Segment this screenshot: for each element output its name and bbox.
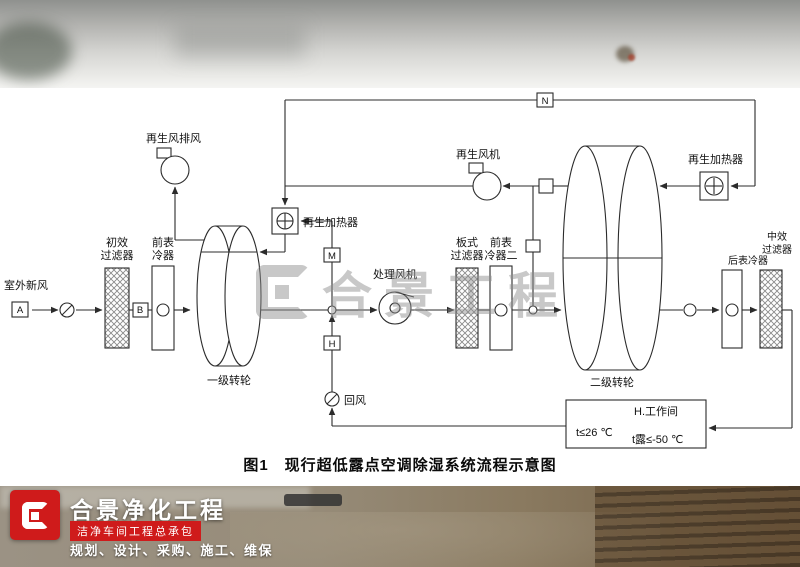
photo-dirt (230, 512, 660, 567)
fresh-air-inlet (11, 301, 75, 318)
regen-tap-line (525, 186, 541, 315)
label-process-fan: 处理风机 (373, 267, 417, 281)
medium-filter (759, 269, 783, 349)
regen-loop-top (285, 92, 756, 190)
label-box-m: M (328, 251, 336, 262)
plate-filter (455, 267, 479, 349)
label-box-h: H (329, 339, 336, 350)
label-front-cooler-1: 前表 (152, 235, 174, 249)
label-workroom-temp: t≤26 ℃ (576, 427, 613, 439)
label-box-b: B (137, 305, 143, 316)
rotary-wheel-2 (562, 145, 663, 371)
fan-icon (472, 171, 502, 201)
label-plate-filter-1: 板式 (456, 235, 478, 249)
label-primary-filter-2: 过滤器 (101, 249, 134, 262)
label-regen-heater-right: 再生加热器 (688, 152, 743, 166)
regen-fan (285, 162, 568, 201)
background-photo-top (0, 0, 800, 90)
front-cooler-1 (132, 265, 175, 351)
damper-icon (683, 303, 697, 317)
rotary-wheel-1 (196, 225, 262, 367)
background-photo-bottom: 合景净化工程 洁净车间工程总承包 规划、设计、采购、施工、维保 (0, 486, 800, 567)
coil-icon (725, 303, 739, 317)
label-plate-filter-2: 过滤器 (451, 249, 484, 262)
main-duct-lines (32, 306, 793, 432)
regen-heater-left (259, 100, 299, 256)
label-regen-heater-left: 再生加热器 (303, 215, 358, 229)
photo-machine (284, 494, 342, 506)
damper-icon (538, 178, 554, 194)
label-medium-filter-1: 中效 (767, 230, 787, 243)
fan-icon (160, 155, 190, 185)
label-regen-exhaust-fan: 再生风排风 (146, 131, 201, 145)
label-front-cooler2-2: 冷器二 (485, 249, 518, 262)
primary-filter (104, 267, 130, 349)
company-services: 规划、设计、采购、施工、维保 (70, 543, 274, 558)
label-outdoor-air: 室外新风 (4, 278, 48, 292)
process-fan (378, 291, 415, 325)
regen-heater-right (659, 171, 729, 201)
label-wheel2: 二级转轮 (590, 375, 634, 389)
company-tagline: 洁净车间工程总承包 (70, 521, 201, 541)
label-regen-fan: 再生风机 (456, 147, 500, 161)
workroom-box (565, 399, 707, 449)
label-front-cooler2-1: 前表 (490, 235, 512, 249)
label-primary-filter-1: 初效 (106, 235, 128, 249)
company-logo-icon (21, 501, 49, 529)
figure-caption: 图1 现行超低露点空调除湿系统流程示意图 (243, 457, 557, 474)
label-return-air: 回风 (344, 394, 366, 407)
company-logo (10, 490, 60, 540)
label-box-a: A (17, 305, 24, 316)
photo-smudge (175, 26, 305, 58)
label-workroom-title: H.工作间 (634, 405, 678, 418)
rear-cooler (683, 269, 743, 349)
label-wheel1: 一级转轮 (207, 373, 251, 387)
photo-planks (595, 486, 800, 567)
photo-concrete (0, 486, 310, 508)
front-cooler-2 (489, 265, 513, 351)
label-box-n: N (542, 96, 549, 107)
return-air-line (323, 314, 566, 427)
label-front-cooler-2: 冷器 (152, 249, 174, 262)
label-rear-cooler: 后表冷器 (728, 254, 768, 267)
photo-smudge (628, 54, 635, 61)
regen-exhaust-fan (156, 147, 204, 241)
diagram-labels: 室外新风 A 初效 过滤器 B 前表 冷器 一级转轮 再生风排风 再生加热器 M… (4, 96, 792, 446)
label-workroom-dew: t露≤-50 ℃ (632, 433, 683, 446)
m-damper (300, 217, 341, 315)
photo-smudge (0, 22, 72, 80)
company-name: 合景净化工程 (70, 497, 226, 523)
label-medium-filter-2: 过滤器 (762, 243, 792, 256)
coil-icon (494, 303, 508, 317)
coil-icon (156, 303, 170, 317)
